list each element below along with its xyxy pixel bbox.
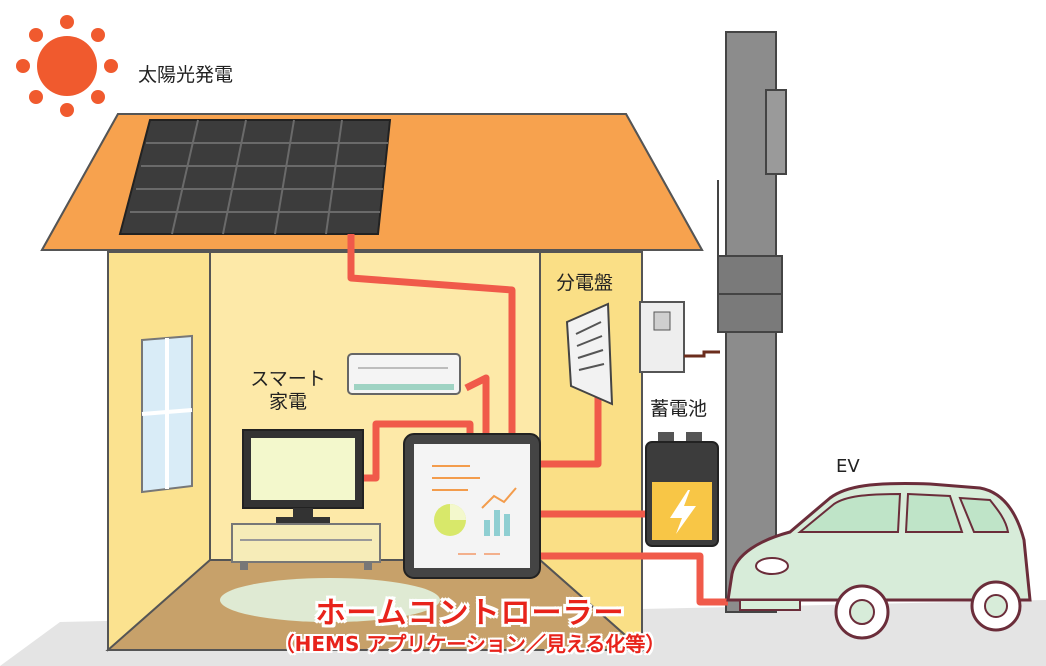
- smart-appliance-label-line2: 家電: [268, 390, 307, 413]
- smart-tv: [231, 429, 381, 570]
- solar-panel: [118, 119, 392, 235]
- home-controller-device: [403, 433, 541, 579]
- smart-appliance-label-line1: スマート: [250, 368, 326, 390]
- battery-icon: [645, 432, 719, 547]
- home-controller-title: ホームコントローラー: [315, 596, 625, 631]
- solar-label: 太陽光発電: [138, 64, 234, 86]
- home-controller-subtitle: （HEMS アプリケーション／見える化等）: [274, 632, 666, 656]
- battery-label: 蓄電池: [650, 398, 708, 420]
- ev-label: EV: [836, 456, 860, 477]
- distribution-board: [565, 302, 614, 406]
- meter-box: [639, 301, 720, 373]
- utility-pole: [717, 31, 787, 613]
- house: [105, 251, 645, 653]
- ev-car: [726, 482, 1032, 640]
- air-conditioner: [347, 353, 461, 395]
- distribution-board-label: 分電盤: [556, 272, 614, 294]
- sun-icon: [16, 15, 118, 117]
- smart-appliance-label: スマート 家電: [232, 368, 344, 414]
- power-wires: [347, 234, 728, 606]
